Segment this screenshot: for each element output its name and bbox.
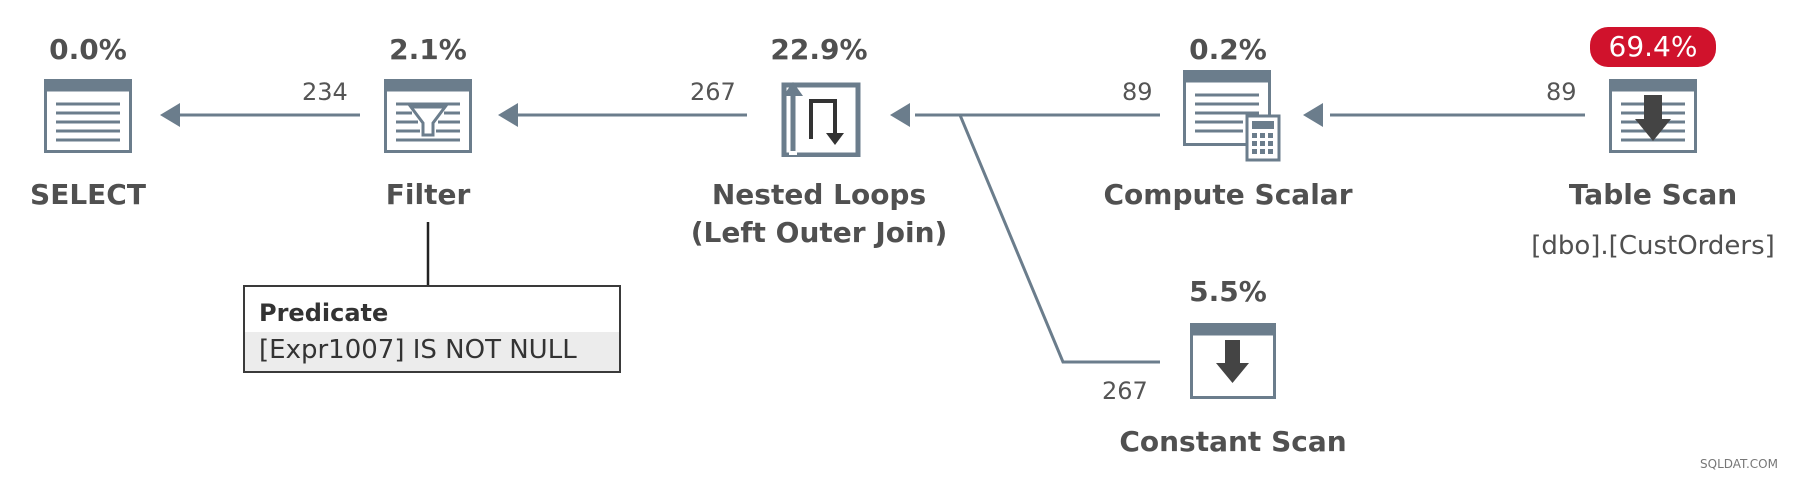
select-cost: 0.0% xyxy=(49,33,127,66)
compute-scalar-name: Compute Scalar xyxy=(1103,178,1353,211)
filter-funnel-icon[interactable] xyxy=(384,79,472,153)
compute-scalar-calculator-icon[interactable] xyxy=(1183,70,1283,162)
arrowhead xyxy=(160,103,180,127)
edge-constant-to-nested xyxy=(958,114,1160,364)
edge-rowcount-constant-to-nested: 267 xyxy=(1102,377,1148,405)
select-result-icon[interactable] xyxy=(44,79,132,153)
constant-scan-cost: 5.5% xyxy=(1189,275,1267,308)
edge-rowcount-compute-to-nested: 89 xyxy=(1122,78,1153,106)
table-scan-name: Table Scan xyxy=(1568,178,1738,211)
table-scan-icon[interactable] xyxy=(1609,79,1697,153)
nested-loops-cost: 22.9% xyxy=(770,33,868,66)
watermark: SQLDAT.COM xyxy=(1700,457,1778,471)
table-scan-object-name: [dbo].[CustOrders] xyxy=(1531,231,1775,261)
nested-loops-name-line2: (Left Outer Join) xyxy=(690,216,948,249)
arrowhead xyxy=(1303,103,1323,127)
predicate-text: [Expr1007] IS NOT NULL xyxy=(259,335,577,365)
nested-loops-icon[interactable] xyxy=(775,79,863,157)
predicate-title: Predicate xyxy=(259,299,389,327)
arrowhead xyxy=(498,103,518,127)
predicate-box: Predicate [Expr1007] IS NOT NULL xyxy=(243,285,621,373)
constant-scan-name: Constant Scan xyxy=(1119,425,1347,458)
predicate-band xyxy=(245,332,619,371)
select-name: SELECT xyxy=(30,178,146,211)
table-scan-cost-badge: 69.4% xyxy=(1590,27,1716,67)
compute-scalar-cost: 0.2% xyxy=(1189,33,1267,66)
edge-rowcount-nested-to-filter: 267 xyxy=(690,78,736,106)
arrowhead xyxy=(890,103,910,127)
filter-name: Filter xyxy=(385,178,471,211)
filter-cost: 2.1% xyxy=(389,33,467,66)
nested-loops-name-line1: Nested Loops xyxy=(711,178,927,211)
constant-scan-icon[interactable] xyxy=(1190,323,1276,399)
nested-loops-name: Nested Loops (Left Outer Join) xyxy=(691,176,948,252)
edge-rowcount-filter-to-select: 234 xyxy=(302,78,348,106)
edge-rowcount-table-to-compute: 89 xyxy=(1546,78,1577,106)
